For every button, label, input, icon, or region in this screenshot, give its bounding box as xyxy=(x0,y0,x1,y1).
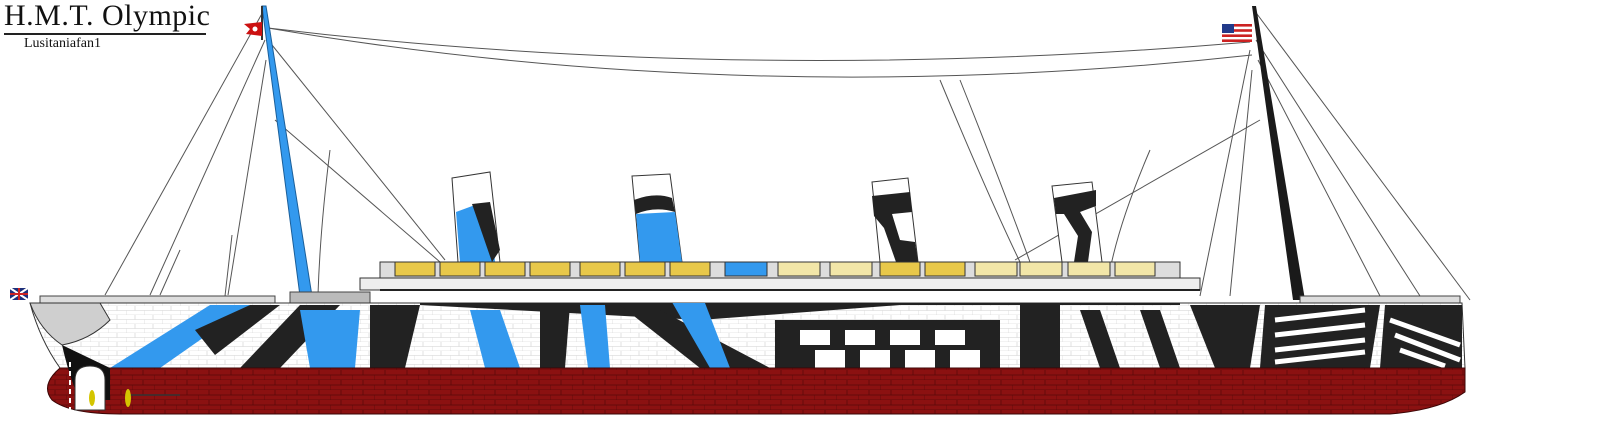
house-flag-icon xyxy=(244,22,262,36)
drawing-title: H.M.T. Olympic xyxy=(4,0,211,32)
mainmast xyxy=(1252,6,1305,300)
funnel-2 xyxy=(631,173,683,263)
stern-details xyxy=(29,302,180,412)
dazzle-camouflage xyxy=(110,303,1462,369)
funnel-1 xyxy=(451,171,501,263)
foremast xyxy=(261,5,313,297)
us-flag-icon xyxy=(1222,24,1252,42)
funnel-3 xyxy=(871,177,919,263)
forecastle-deck xyxy=(39,291,1461,305)
rigging xyxy=(104,9,1471,301)
lifeboats xyxy=(394,261,1156,277)
hull-bottom xyxy=(47,367,1466,415)
funnel-4 xyxy=(1051,181,1103,263)
title-underline xyxy=(4,33,206,35)
author-credit: Lusitaniafan1 xyxy=(24,36,101,51)
union-flag-icon xyxy=(9,287,29,301)
